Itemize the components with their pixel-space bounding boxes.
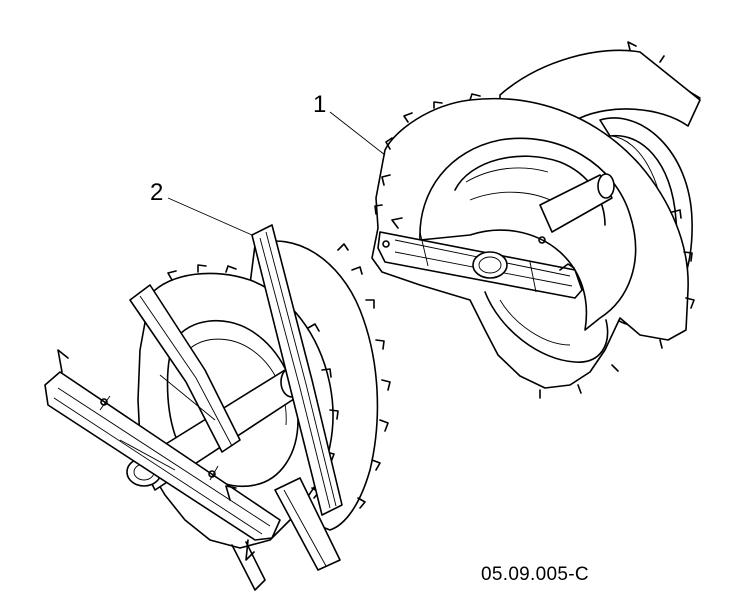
auger-2-paddle-lower (274, 477, 341, 571)
auger-assembly-2 (44, 224, 391, 591)
leader-line-2 (167, 197, 253, 236)
auger-2-paddle-middle (129, 284, 241, 453)
leader-line-1 (329, 111, 386, 156)
auger-1-hub (472, 251, 508, 279)
callout-number-2: 2 (150, 179, 164, 206)
drawing-reference-code: 05.09.005-C (481, 564, 589, 585)
auger-1-shaft (539, 174, 613, 233)
callout-number-1: 1 (313, 91, 327, 118)
auger-assembly-1 (371, 41, 701, 399)
auger-2-paddle-upper (251, 224, 343, 516)
